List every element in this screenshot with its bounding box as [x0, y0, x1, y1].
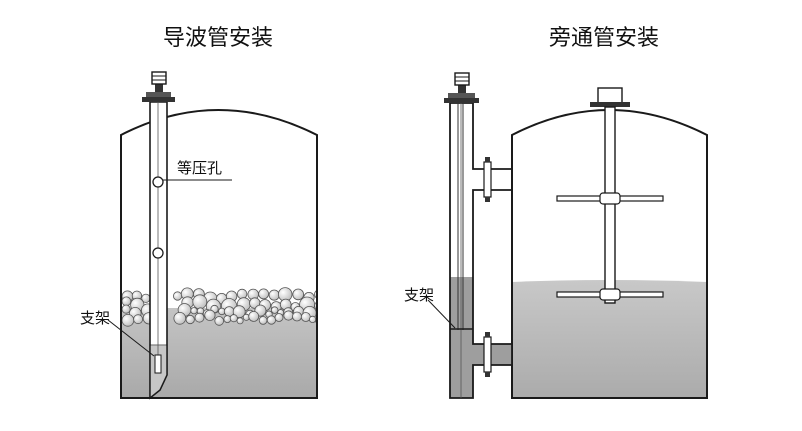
foam-bubble	[315, 306, 317, 321]
right-tank-liquid	[512, 280, 707, 398]
left-panel-title: 导波管安装	[163, 26, 273, 51]
left-support-label: 支架	[80, 309, 110, 327]
left-transmitter	[142, 71, 175, 102]
pressure-hole-label: 等压孔	[177, 159, 222, 177]
foam-bubble	[266, 315, 276, 325]
right-panel-title: 旁通管安装	[549, 26, 659, 51]
foam-bubble	[229, 314, 238, 323]
right-nozzle-flange	[590, 102, 630, 107]
foam-bubble	[192, 294, 208, 310]
foam-bubble	[173, 291, 183, 301]
foam-bubble	[204, 309, 216, 321]
right-transmitter	[444, 72, 479, 103]
right-support-leader	[427, 299, 456, 329]
foam-bubble	[248, 310, 260, 322]
guide-wave-tube	[149, 101, 168, 400]
foam-bubble	[308, 315, 317, 323]
foam-bubble	[315, 315, 317, 326]
foam-bubble	[236, 317, 244, 325]
foam-bubble	[292, 311, 302, 322]
right-support-label: 支架	[404, 286, 434, 304]
right-tank-outline	[511, 109, 708, 399]
foam-bubble	[283, 310, 294, 321]
foam-bubble	[214, 316, 225, 326]
foam-bubble	[223, 315, 232, 324]
left-support-leader	[107, 319, 155, 357]
foam-bubble	[133, 314, 144, 325]
foam-bubble	[274, 313, 284, 322]
left-tank-outline	[120, 109, 318, 399]
foam-bubble	[121, 313, 135, 327]
foam-bubble	[314, 289, 317, 300]
foam-layer	[121, 287, 317, 327]
foam-bubble	[292, 288, 305, 301]
foam-bubble	[121, 296, 132, 307]
foam-bubble	[268, 289, 280, 301]
foam-bubble	[190, 307, 198, 315]
foam-bubble	[173, 311, 187, 325]
foam-bubble	[194, 312, 205, 323]
agitator	[556, 106, 664, 304]
foam-bubble	[314, 300, 317, 311]
foam-bubble	[121, 304, 131, 314]
foam-bubble	[300, 312, 311, 322]
foam-bubble	[258, 288, 270, 300]
foam-bubble	[185, 314, 195, 325]
foam-bubble	[236, 288, 248, 300]
foam-bubble	[258, 316, 268, 325]
bypass-chamber	[449, 102, 513, 399]
foam-bubble	[271, 306, 279, 314]
